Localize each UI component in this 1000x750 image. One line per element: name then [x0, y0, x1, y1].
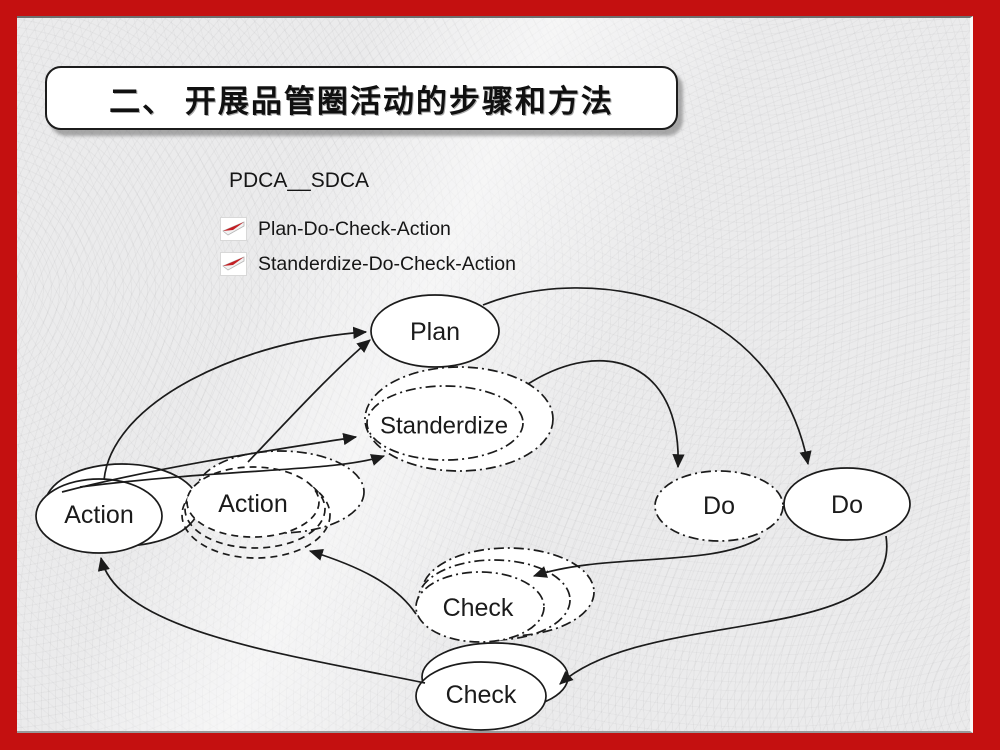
arrow-bullet-icon: [220, 252, 247, 276]
node-action-dashed-label: Action: [218, 490, 287, 518]
edge-action-solid-to-plan: [103, 326, 368, 481]
node-plan-label: Plan: [410, 318, 460, 346]
node-action-solid: Action: [35, 463, 200, 554]
title-box: 二、 开展品管圈活动的步骤和方法: [45, 66, 678, 130]
edge-plan-to-do-solid: [482, 287, 812, 466]
node-standerdize: Standerdize: [364, 366, 554, 472]
edge-action-dashed-to-standerdize: [79, 454, 386, 488]
node-do-dashed-label: Do: [703, 492, 735, 520]
slide-canvas: 二、 开展品管圈活动的步骤和方法 PDCA__SDCA Plan-Do-Chec…: [17, 16, 973, 733]
node-standerdize-label: Standerdize: [380, 413, 508, 440]
edge-do-solid-to-check-solid: [559, 535, 888, 685]
arrow-bullet-icon: [220, 217, 247, 241]
edge-action-solid-to-standerdize: [61, 432, 358, 493]
node-action-solid-label: Action: [64, 501, 133, 529]
edge-do-dashed-to-check-dashdot: [532, 537, 761, 578]
bullet-item: Standerdize-Do-Check-Action: [220, 252, 516, 276]
edge-standerdize-to-do-dashed: [527, 360, 685, 469]
bullet-label: Standerdize-Do-Check-Action: [258, 252, 516, 275]
slide-title: 二、 开展品管圈活动的步骤和方法: [109, 83, 614, 119]
node-do-solid: Do: [783, 467, 911, 541]
node-plan: Plan: [370, 294, 500, 368]
edge-check-dashdot-to-action-dashed: [308, 548, 417, 615]
edge-action-dashed-to-plan: [247, 339, 371, 463]
node-check-solid: Check: [415, 642, 569, 731]
node-check-solid-label: Check: [446, 681, 517, 709]
bullet-list: Plan-Do-Check-Action Standerdize-Do-Chec…: [220, 217, 516, 276]
bullet-item: Plan-Do-Check-Action: [220, 217, 516, 241]
node-check-dashdot: Check: [415, 547, 595, 643]
edge-check-solid-to-action-solid: [97, 556, 426, 684]
subtitle-pdca-sdca: PDCA__SDCA: [229, 169, 370, 192]
node-do-dashed: Do: [654, 470, 784, 542]
node-action-dashed: Action: [181, 450, 365, 559]
node-check-dashdot-label: Check: [443, 594, 514, 622]
bullet-label: Plan-Do-Check-Action: [258, 217, 451, 240]
pdca-sdca-diagram: Standerdize Plan Action Action: [35, 287, 911, 731]
node-do-solid-label: Do: [831, 491, 863, 519]
